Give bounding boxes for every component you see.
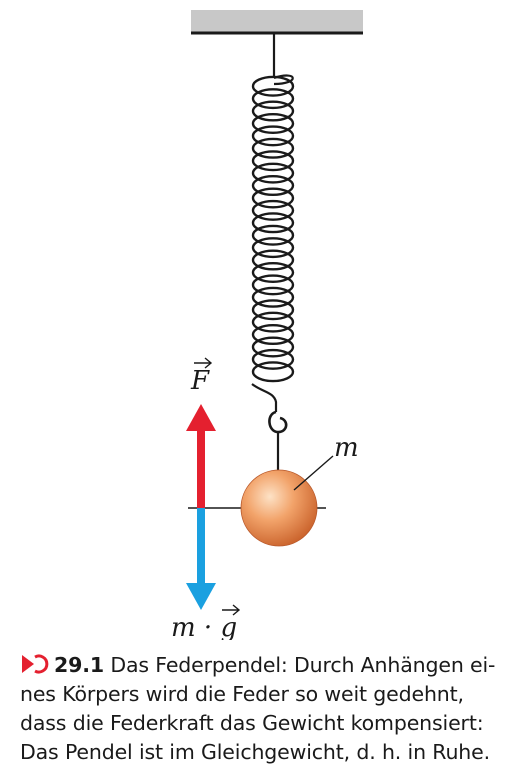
caption-line-3: dass die Federkraft das Gewicht kompensi… bbox=[20, 711, 484, 735]
spring-coil bbox=[251, 199, 295, 221]
weight-vector-arrow bbox=[222, 604, 241, 616]
spring-pendulum-diagram: m F m · g bbox=[171, 10, 363, 640]
ceiling-block bbox=[191, 10, 363, 32]
spring-coil bbox=[251, 100, 295, 122]
mass-ball bbox=[240, 469, 318, 547]
mass-label-pointer bbox=[293, 455, 334, 491]
caption-line-2: nes Körpers wird die Feder so weit gedeh… bbox=[20, 682, 464, 706]
spring-coil bbox=[251, 336, 295, 358]
spring-coil bbox=[251, 175, 295, 197]
spring-coil bbox=[251, 249, 295, 271]
spring-coil bbox=[251, 137, 295, 159]
spring-coil bbox=[251, 324, 295, 346]
spring-bottom-hook bbox=[251, 383, 278, 412]
weight-arrow-head bbox=[186, 583, 216, 610]
mass-label: m bbox=[334, 433, 359, 463]
spring-coil bbox=[251, 162, 295, 184]
caption-line-4: Das Pendel ist im Gleichgewicht, d. h. i… bbox=[20, 740, 490, 764]
weight-arrow-shaft bbox=[197, 508, 205, 587]
force-arrow-head bbox=[186, 404, 216, 431]
force-vector-arrow bbox=[194, 357, 213, 369]
spring-coil bbox=[251, 261, 295, 283]
spring-coil bbox=[251, 88, 295, 110]
force-arrow-shaft bbox=[197, 428, 205, 509]
spring-coil bbox=[251, 311, 295, 333]
spring-coil bbox=[251, 187, 295, 209]
spring-coil bbox=[251, 286, 295, 308]
caption-line-1: Das Federpendel: Durch Anhängen ei- bbox=[110, 653, 496, 677]
spring-coil bbox=[251, 361, 295, 383]
spring-coil bbox=[251, 224, 295, 246]
caption-number: 29.1 bbox=[54, 653, 104, 677]
spring-coil bbox=[251, 150, 295, 172]
spring-coil bbox=[251, 299, 295, 321]
spring-coil bbox=[251, 125, 295, 147]
spring-coil bbox=[251, 112, 295, 134]
spring-coil bbox=[251, 274, 295, 296]
spring-coil bbox=[251, 237, 295, 259]
spring-coil bbox=[251, 348, 295, 370]
weight-label: m · g bbox=[171, 613, 237, 640]
spring-coils bbox=[251, 75, 295, 383]
figure-caption: 29.1 Das Federpendel: Durch Anhängen ei-… bbox=[20, 651, 516, 767]
spring-coil bbox=[251, 75, 295, 97]
spring-coil bbox=[251, 212, 295, 234]
mass-hook bbox=[268, 410, 288, 434]
force-label: F bbox=[190, 366, 210, 396]
play-circle-icon bbox=[22, 654, 49, 674]
